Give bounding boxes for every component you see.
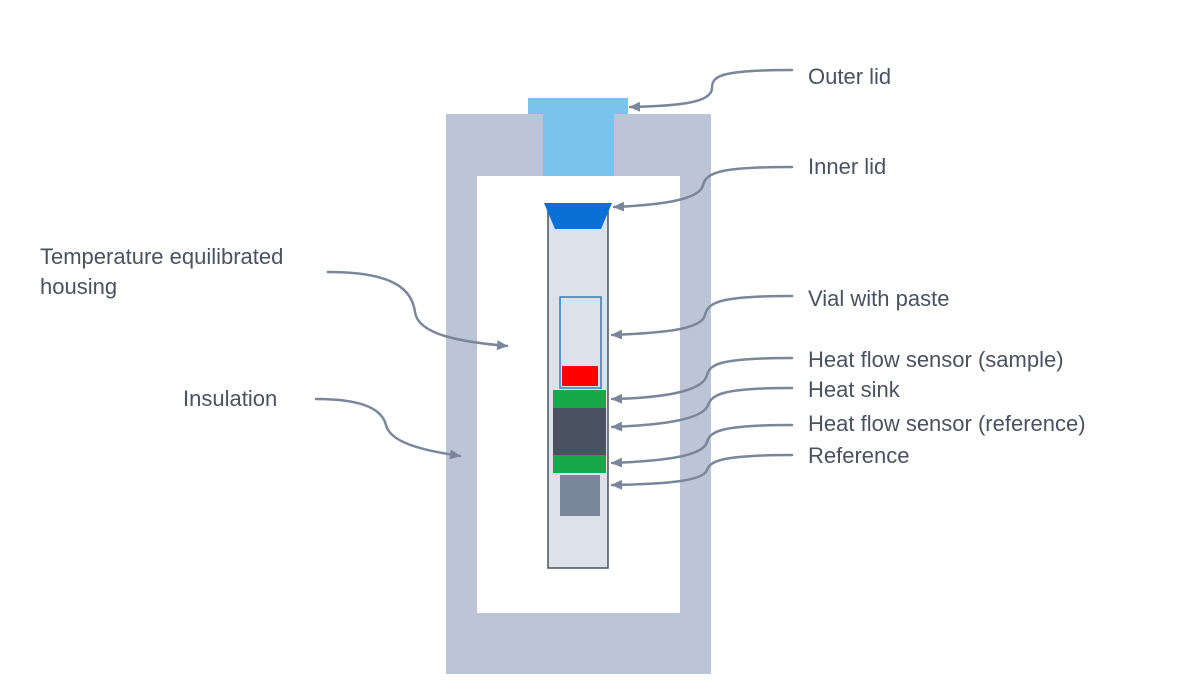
reference-arrow [610,453,794,490]
outer-lid-label: Outer lid [808,64,892,89]
heat-flow-sensor-sample-arrow [610,356,794,404]
heat-sink-label: Heat sink [808,377,900,402]
heat-flow-sensor-reference-arrow [610,423,794,468]
inner-lid [544,203,612,229]
vial-arrow [610,294,794,340]
outer-lid [528,98,628,176]
inner-lid-arrow [612,165,794,212]
housing-label-line2: housing [40,274,118,299]
reference-block [560,475,600,516]
heat-flow-sensor-sample-label: Heat flow sensor (sample) [808,347,1064,372]
insulation-body [446,114,711,674]
inner-lid-label: Inner lid [808,154,887,179]
insulation-label: Insulation [183,386,278,411]
housing-label-line1: Temperature equilibrated [40,244,284,269]
outer-lid-arrow [628,68,794,112]
heat-sink-arrow [610,386,794,432]
vial-label: Vial with paste [808,286,950,311]
insulation-arrow [314,397,462,460]
housing-arrow [326,270,509,351]
heat-flow-sensor-sample [553,390,606,408]
paste-sample [562,366,598,386]
heat-flow-sensor-reference [553,455,606,473]
heat-sink [553,408,606,455]
heat-flow-sensor-reference-label: Heat flow sensor (reference) [808,411,1086,436]
reference-label: Reference [808,443,910,468]
